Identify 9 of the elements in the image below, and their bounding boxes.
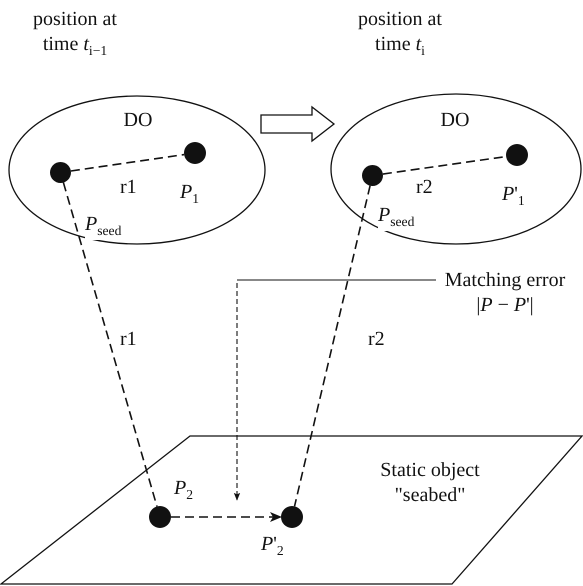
heading: position at time t$_{i−1}$: [32, 7, 118, 60]
block-arrow: [260, 106, 336, 142]
label: Static object "seabed": [379, 458, 481, 508]
region-label: DO: [440, 108, 470, 133]
label: Matching error |P − P'|: [444, 268, 566, 318]
region-label: DO: [122, 108, 154, 133]
arrow: [171, 512, 282, 522]
leader-line: [234, 279, 436, 501]
heading: position at time t$_{i}$: [357, 7, 443, 60]
